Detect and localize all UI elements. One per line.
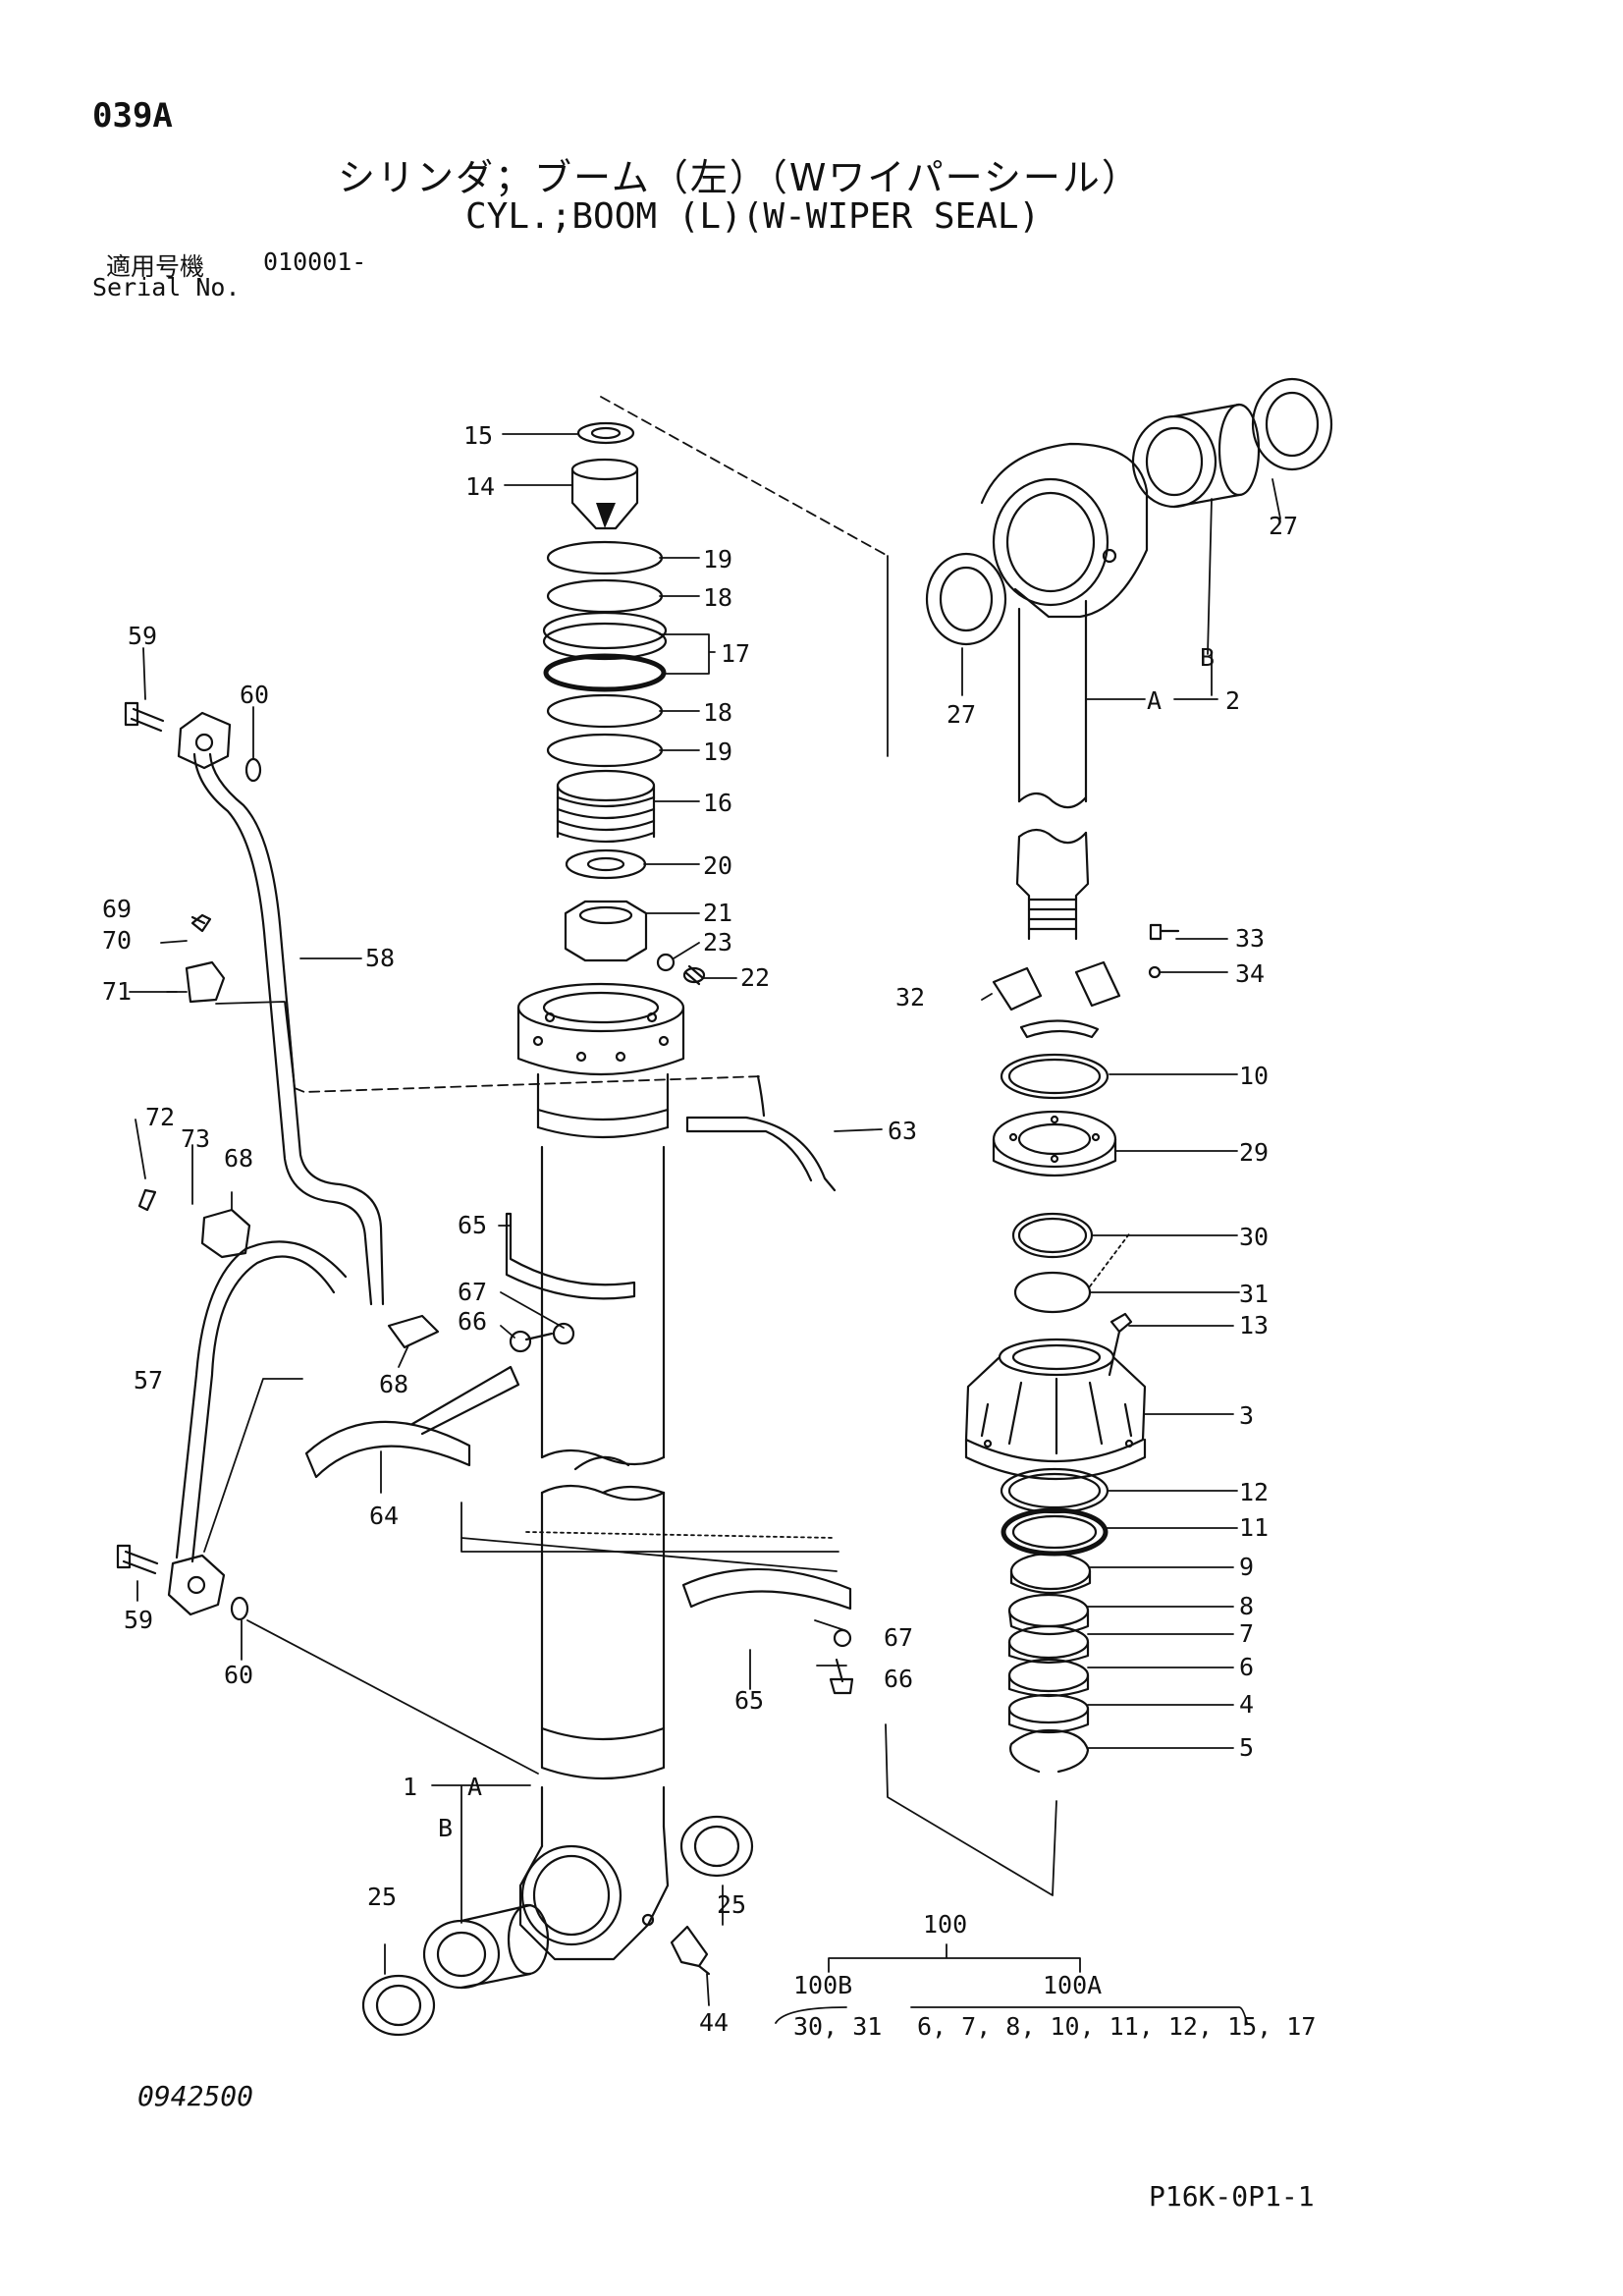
callout-57: 57 — [134, 1366, 163, 1394]
serial-label-japanese: 適用号機 — [106, 252, 205, 281]
callout-12: 12 — [1239, 1478, 1269, 1506]
callout-18: 18 — [703, 698, 732, 727]
callout-18: 18 — [703, 583, 732, 612]
callout-59: 59 — [124, 1606, 153, 1634]
serial-label-english: Serial No. — [92, 273, 241, 301]
callout-11: 11 — [1239, 1513, 1269, 1542]
callout-65: 65 — [458, 1211, 487, 1239]
callout-2: 2 — [1225, 686, 1240, 715]
callout-23: 23 — [703, 928, 732, 957]
page-reference: P16K-0P1-1 — [1149, 2180, 1315, 2213]
callout-22: 22 — [740, 963, 770, 992]
callout-27: 27 — [1269, 512, 1298, 540]
callout-10: 10 — [1239, 1062, 1269, 1090]
callout-72: 72 — [145, 1103, 175, 1131]
callout-17: 17 — [721, 639, 750, 668]
callout-B: B — [1200, 643, 1215, 672]
callout-30: 30 — [1239, 1223, 1269, 1251]
seal-stack-left — [542, 421, 706, 986]
callout-67: 67 — [458, 1278, 487, 1306]
callout-21: 21 — [703, 899, 732, 927]
callout-1: 1 — [403, 1773, 417, 1801]
callout-20: 20 — [703, 851, 732, 880]
kit-100a-parts: 6, 7, 8, 10, 11, 12, 15, 17 — [917, 2012, 1316, 2041]
title-english: CYL.;BOOM (L)(W-WIPER SEAL) — [465, 196, 1041, 237]
callout-68: 68 — [224, 1144, 253, 1173]
callout-68: 68 — [379, 1370, 408, 1398]
callout-labels: 15 14 19 18 17 18 19 16 20 21 23 22 63 6… — [102, 421, 1316, 2041]
callout-34: 34 — [1235, 959, 1265, 988]
drawing-number: 0942500 — [137, 2080, 254, 2112]
callout-33: 33 — [1235, 924, 1265, 953]
title-japanese: シリンダ；ブーム（左）（Wワイパーシール） — [338, 156, 1141, 199]
callout-16: 16 — [703, 789, 732, 817]
callout-9: 9 — [1239, 1553, 1254, 1581]
callout-73: 73 — [181, 1124, 210, 1153]
leader-lines — [129, 396, 1281, 2024]
callout-A: A — [467, 1773, 482, 1801]
callout-15: 15 — [463, 421, 493, 450]
callout-44: 44 — [699, 2008, 729, 2037]
callout-14: 14 — [465, 472, 495, 501]
callout-8: 8 — [1239, 1592, 1254, 1620]
kit-100b-parts: 30, 31 — [793, 2012, 882, 2041]
callout-B: B — [438, 1814, 453, 1842]
callout-64: 64 — [369, 1502, 399, 1530]
page-code: 039A — [92, 96, 173, 136]
callout-25: 25 — [717, 1890, 746, 1919]
callout-25: 25 — [367, 1883, 397, 1911]
kit-100b-label: 100B — [793, 1971, 852, 1999]
callout-5: 5 — [1239, 1733, 1254, 1762]
callout-4: 4 — [1239, 1690, 1254, 1719]
callout-71: 71 — [102, 977, 132, 1006]
callout-65: 65 — [734, 1686, 764, 1715]
callout-19: 19 — [703, 738, 732, 766]
callout-66: 66 — [884, 1665, 913, 1693]
callout-66: 66 — [458, 1307, 487, 1336]
callout-58: 58 — [365, 944, 395, 972]
callout-63: 63 — [888, 1117, 917, 1145]
callout-A: A — [1147, 686, 1162, 715]
rod-assembly — [925, 377, 1333, 1774]
callout-70: 70 — [102, 926, 132, 955]
callout-67: 67 — [884, 1623, 913, 1652]
callout-29: 29 — [1239, 1138, 1269, 1167]
callout-60: 60 — [224, 1661, 253, 1689]
callout-31: 31 — [1239, 1280, 1269, 1308]
kit-100a-label: 100A — [1043, 1971, 1102, 1999]
callout-32: 32 — [895, 983, 925, 1011]
callout-3: 3 — [1239, 1401, 1254, 1430]
kit-100-label: 100 — [923, 1910, 967, 1939]
cylinder-small-parts — [361, 1815, 754, 2037]
callout-69: 69 — [102, 895, 132, 923]
callout-6: 6 — [1239, 1653, 1254, 1681]
callout-60: 60 — [240, 681, 269, 709]
piping — [116, 701, 440, 1621]
serial-value: 010001- — [263, 247, 367, 276]
callout-7: 7 — [1239, 1619, 1254, 1648]
clamps-and-bands — [304, 1074, 854, 1695]
callout-13: 13 — [1239, 1311, 1269, 1339]
callout-59: 59 — [128, 622, 157, 650]
cylinder-tube — [516, 982, 685, 1961]
callout-19: 19 — [703, 545, 732, 574]
callout-27: 27 — [947, 700, 976, 729]
